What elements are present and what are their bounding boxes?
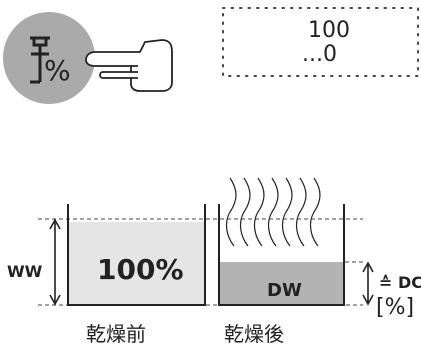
steam-lines-icon bbox=[225, 177, 321, 247]
key-percent-glyph: % bbox=[44, 54, 71, 87]
dc-arrow bbox=[362, 261, 374, 306]
display-frame bbox=[222, 7, 419, 77]
wet-container bbox=[67, 204, 206, 306]
unit-label: [%] bbox=[376, 295, 415, 320]
key-symbol bbox=[30, 36, 50, 84]
display-line-2: ...0 bbox=[302, 42, 337, 67]
wet-content-label: 100% bbox=[97, 253, 184, 286]
ww-arrow bbox=[49, 218, 61, 306]
wet-liquid bbox=[69, 222, 204, 305]
hand-outline bbox=[85, 39, 173, 92]
dry-container bbox=[218, 204, 345, 306]
moisture-percent-key-icon[interactable]: % bbox=[3, 12, 95, 104]
dc-label: ≙ DC bbox=[379, 273, 421, 292]
ww-label: WW bbox=[7, 262, 43, 281]
before-drying-caption: 乾燥前 bbox=[86, 322, 146, 346]
display-line-1: 100 bbox=[308, 18, 350, 43]
key-circle bbox=[3, 12, 95, 104]
after-drying-caption: 乾燥後 bbox=[224, 322, 284, 346]
pointing-hand-icon bbox=[85, 39, 173, 92]
hand-finger-lines bbox=[131, 65, 138, 79]
dry-liquid bbox=[220, 262, 343, 305]
dry-content-label: DW bbox=[267, 280, 302, 301]
